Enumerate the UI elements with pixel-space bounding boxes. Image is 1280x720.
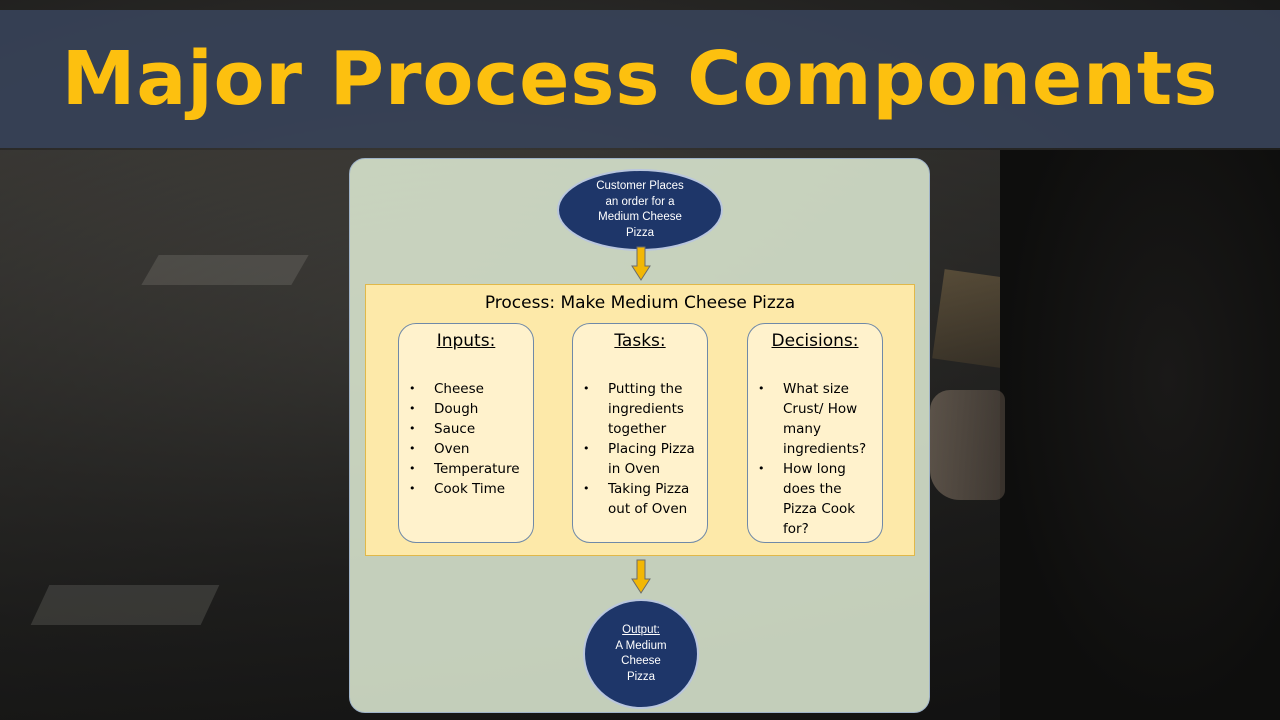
page-title: Major Process Components xyxy=(61,36,1219,122)
background-hand xyxy=(930,390,1005,500)
decisions-heading: Decisions: xyxy=(771,331,859,351)
output-node-line: Cheese xyxy=(621,655,661,667)
background-person xyxy=(1000,150,1280,720)
list-item: Putting the ingredients together xyxy=(573,379,707,439)
process-box: Process: Make Medium Cheese Pizza Inputs… xyxy=(365,284,915,556)
list-item: What size Crust/ How many ingredients? xyxy=(748,379,882,459)
start-node-line: an order for a xyxy=(605,195,675,208)
start-node-line: Pizza xyxy=(625,226,655,239)
inputs-heading: Inputs: xyxy=(436,331,496,351)
decisions-list: What size Crust/ How many ingredients? H… xyxy=(748,379,882,539)
decisions-box: Decisions: What size Crust/ How many ing… xyxy=(747,323,883,543)
list-item: Oven xyxy=(399,439,533,459)
output-node: Output: A Medium Cheese Pizza xyxy=(583,599,699,709)
title-bar: Major Process Components xyxy=(0,10,1280,148)
list-item: Cheese xyxy=(399,379,533,399)
inputs-list: Cheese Dough Sauce Oven Temperature Cook… xyxy=(399,379,533,499)
list-item: Cook Time xyxy=(399,479,533,499)
list-item: Taking Pizza out of Oven xyxy=(573,479,707,519)
output-node-line: A Medium xyxy=(615,639,667,652)
down-arrow-icon xyxy=(631,559,651,594)
output-label: Output: xyxy=(622,624,660,636)
tasks-heading: Tasks: xyxy=(614,331,666,351)
tasks-list: Putting the ingredients together Placing… xyxy=(573,379,707,519)
list-item: Placing Pizza in Oven xyxy=(573,439,707,479)
list-item: Temperature xyxy=(399,459,533,479)
list-item: How long does the Pizza Cook for? xyxy=(748,459,882,539)
output-node-line: Pizza xyxy=(626,670,656,683)
inputs-box: Inputs: Cheese Dough Sauce Oven Temperat… xyxy=(398,323,534,543)
background-light-patch xyxy=(30,585,220,625)
start-node-line: Medium Cheese xyxy=(598,211,682,223)
start-node: Customer Places an order for a Medium Ch… xyxy=(557,169,723,251)
down-arrow-icon xyxy=(631,246,651,281)
start-node-line: Customer Places xyxy=(596,180,684,192)
process-title: Process: Make Medium Cheese Pizza xyxy=(484,293,796,313)
list-item: Sauce xyxy=(399,419,533,439)
list-item: Dough xyxy=(399,399,533,419)
background-light-patch xyxy=(141,255,309,285)
tasks-box: Tasks: Putting the ingredients together … xyxy=(572,323,708,543)
diagram-panel: Customer Places an order for a Medium Ch… xyxy=(349,158,930,713)
